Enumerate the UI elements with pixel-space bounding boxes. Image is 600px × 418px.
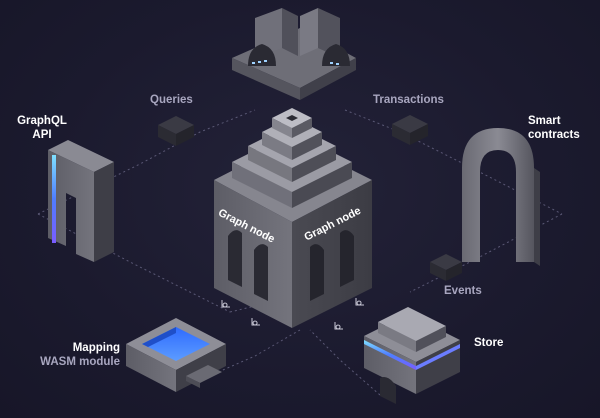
wasm-module-label: WASM module — [40, 356, 120, 368]
graphql-api-arch — [48, 140, 114, 262]
smart-contracts-label-line2: contracts — [528, 129, 580, 141]
line-mapping — [37, 213, 231, 313]
queries-label: Queries — [150, 94, 193, 106]
events-label: Events — [444, 285, 482, 297]
packet-events — [430, 254, 462, 281]
packet-transactions — [392, 115, 428, 145]
mapping-label: Mapping WASM module — [40, 341, 120, 369]
mapping-label-line1: Mapping — [72, 342, 120, 354]
packet-queries — [158, 116, 194, 146]
graph-node-building — [214, 108, 372, 328]
line-store-node — [309, 329, 381, 396]
graphql-api-label-line2: API — [32, 129, 52, 141]
connector-markers — [221, 298, 364, 330]
wasm-module-box — [126, 318, 226, 392]
store-block — [364, 307, 460, 404]
graphql-api-label-line1: GraphQL — [17, 115, 67, 127]
smart-contracts-label: Smart contracts — [528, 114, 580, 142]
store-label: Store — [474, 337, 504, 349]
graphql-api-label: GraphQL API — [12, 114, 72, 142]
smart-contracts-label-line1: Smart — [528, 115, 561, 127]
transactions-label: Transactions — [373, 94, 444, 106]
blockchain-tunnels — [232, 8, 356, 100]
smart-contracts-arch — [462, 128, 540, 266]
